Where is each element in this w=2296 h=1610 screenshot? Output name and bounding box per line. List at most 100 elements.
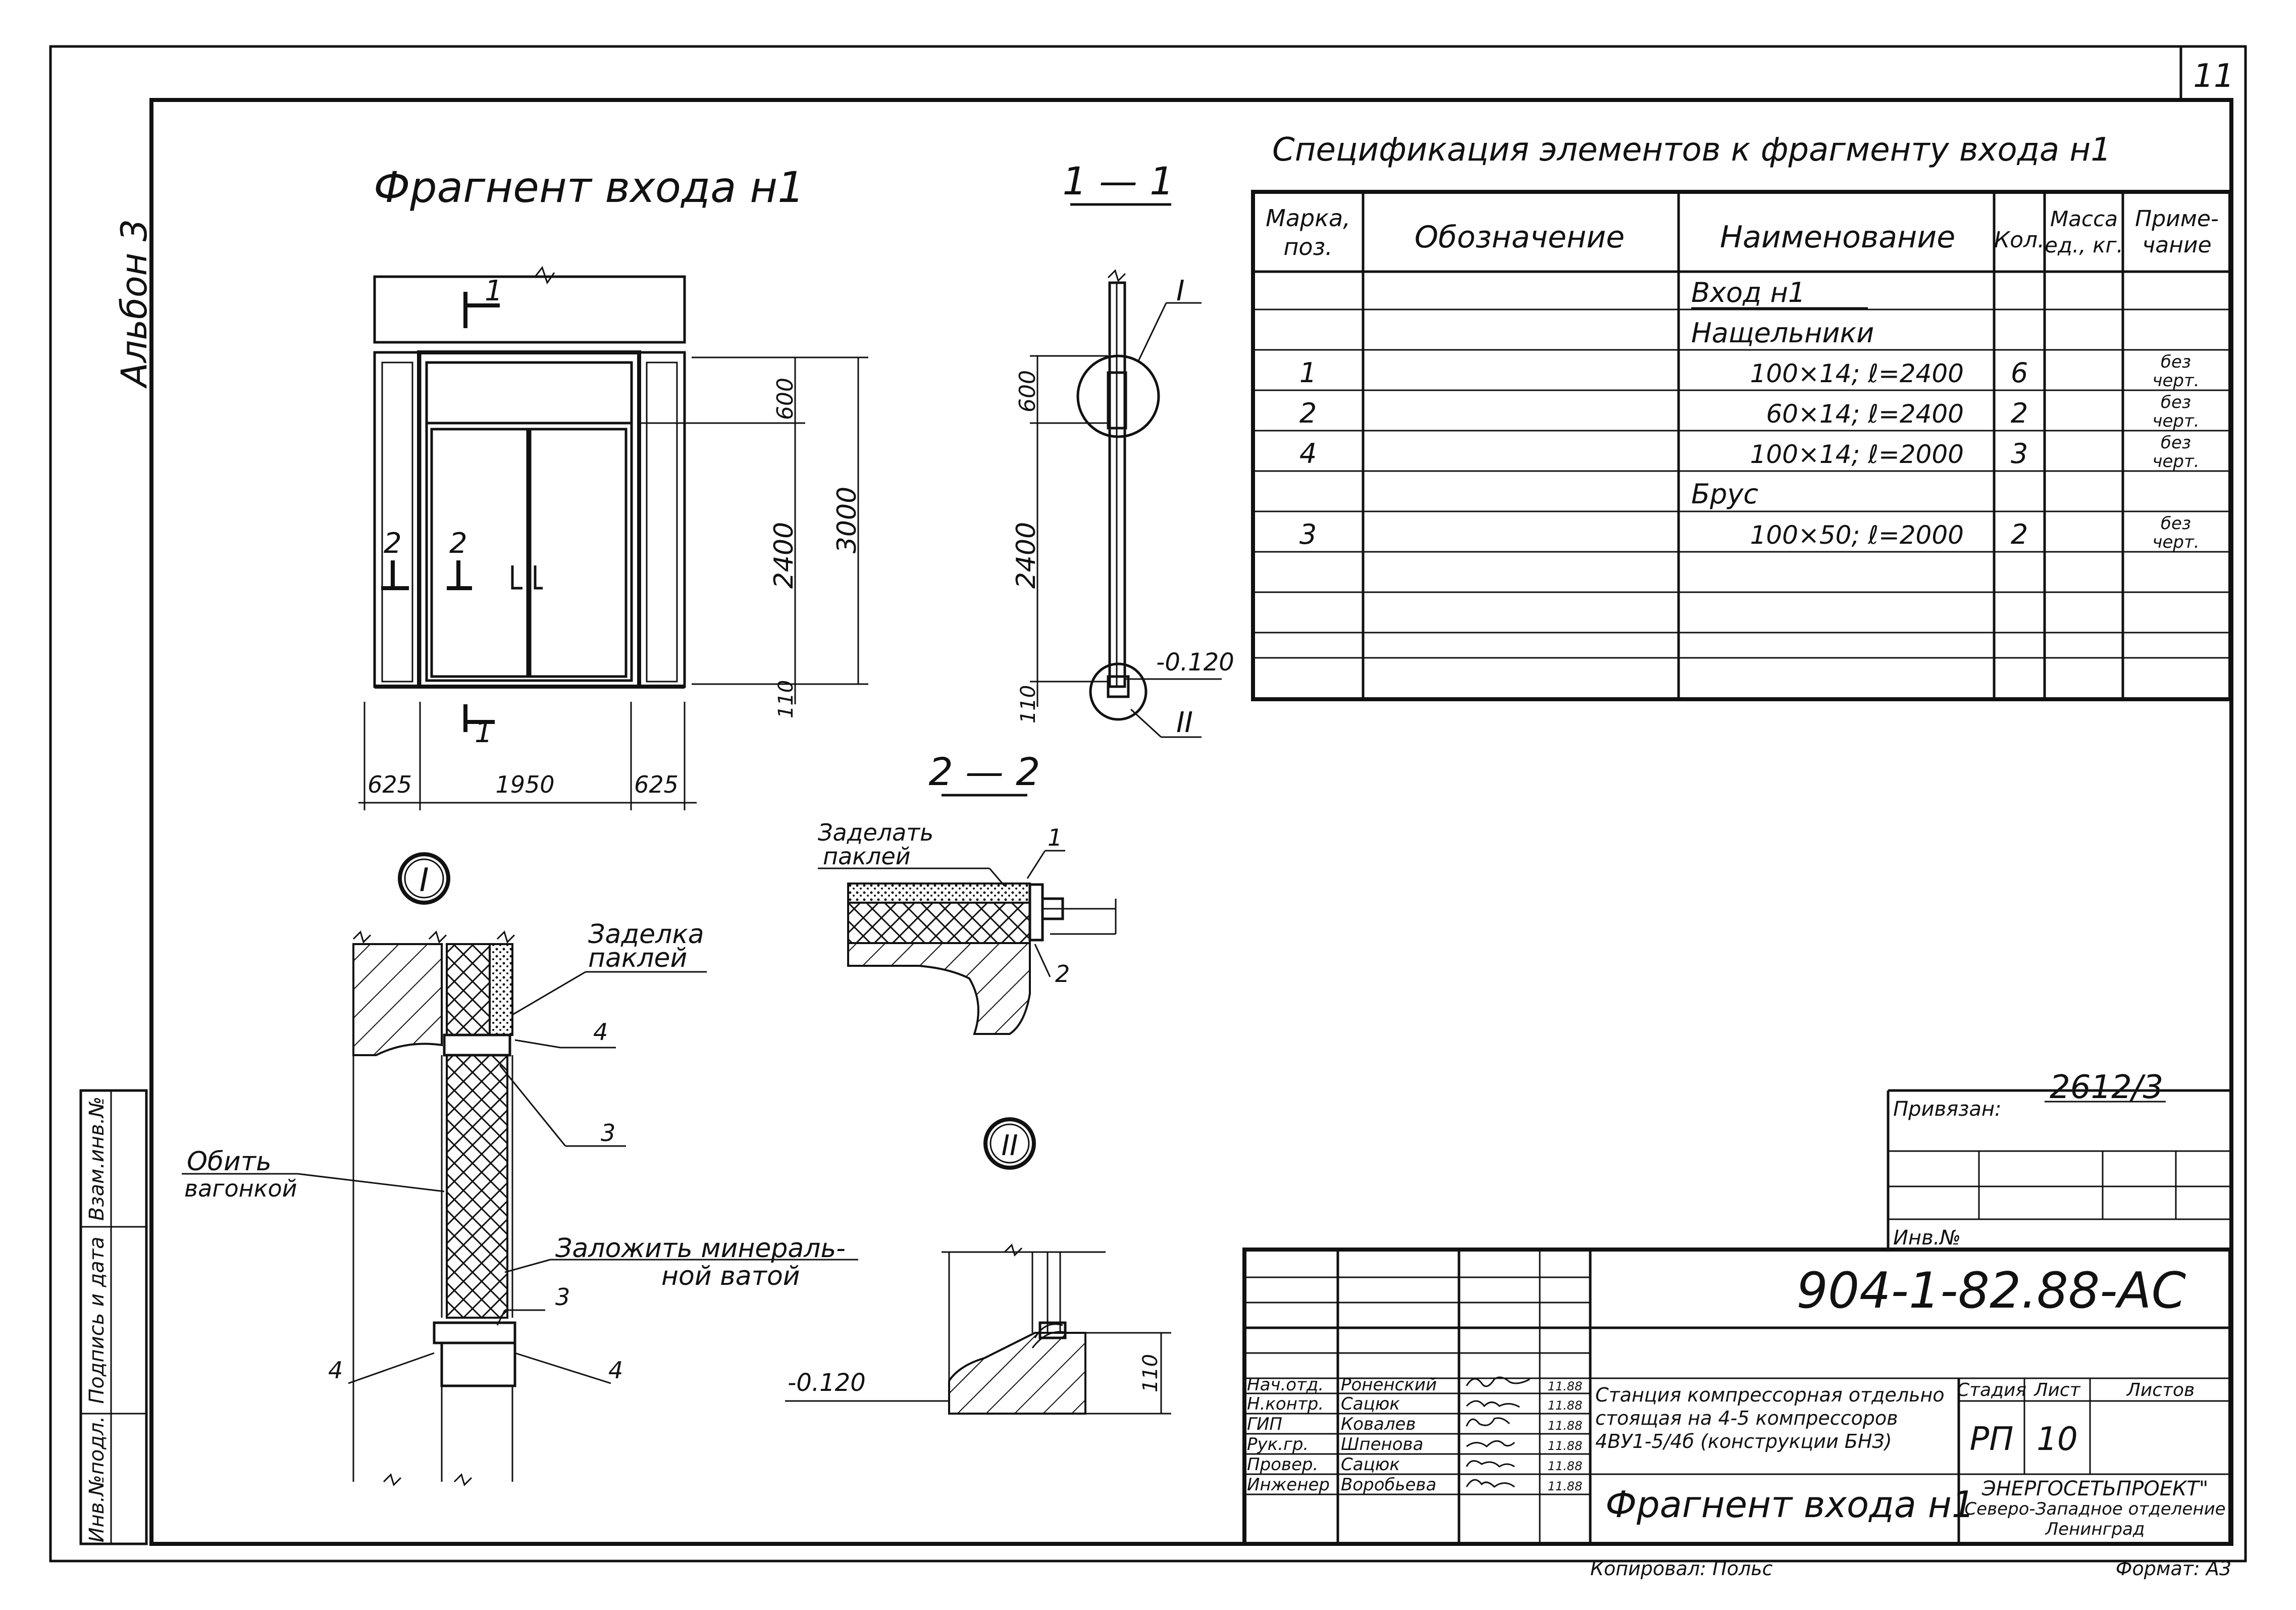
note-obit-2: вагонкой	[184, 1175, 297, 1202]
side-stamp-replace: Взам.инв.№	[85, 1097, 109, 1221]
spec-row-note-1: без	[2161, 433, 2191, 453]
cut-mark-2-mid: 2	[449, 527, 467, 560]
section-dim-600: 600	[1015, 370, 1040, 412]
dim-625-right: 625	[634, 771, 679, 798]
org-line-3: Ленинград	[2045, 1519, 2145, 1539]
stamp-date: 11.88	[1548, 1479, 1583, 1493]
stamp-date: 11.88	[1548, 1459, 1583, 1473]
section-2-title: 2 — 2	[928, 749, 1040, 794]
dim-3000: 3000	[832, 487, 862, 553]
node-1-detail: I Заделка паклей 4 3 Обить вагонкой Зало…	[182, 852, 858, 1486]
spec-header-qty: Кол.	[1994, 227, 2045, 253]
spec-header-mark-2: поз.	[1283, 233, 1332, 261]
sheets-label: Листов	[2126, 1380, 2195, 1400]
outer-frame	[49, 45, 2247, 1563]
copied-by: Копировал: Польс	[1590, 1557, 1772, 1580]
stamp-role: Н.контр.	[1247, 1394, 1324, 1414]
section-2-mark-2: 2	[1055, 960, 1070, 988]
section-1-1: 1 — 1 I II 600 2400 110 -0.120	[1011, 159, 1234, 739]
stamp-role: Рук.гр.	[1247, 1434, 1309, 1455]
stamp-name: Воробьева	[1341, 1475, 1436, 1495]
privyazan-inv: Инв.№	[1893, 1226, 1961, 1250]
format-label: Формат: А3	[2116, 1557, 2231, 1580]
spec-row-name: 100×50; ℓ=2000	[1750, 521, 1964, 550]
dim-625-left: 625	[368, 771, 412, 798]
note-zadelka-1: Заделка	[588, 919, 704, 950]
side-stamp: Инв.№подл. Подпись и дата Взам.инв.№	[79, 1089, 148, 1545]
sheet-number: 11	[2193, 58, 2234, 95]
section-node-2-ref: II	[1176, 706, 1193, 739]
dim-110: 110	[774, 680, 798, 718]
spec-row-name: Нащельники	[1691, 317, 1874, 349]
spec-table: Марка, поз. Обозначение Наименование Кол…	[1251, 190, 2232, 701]
spec-row-name: Вход н1	[1691, 277, 1805, 308]
spec-header-note-2: чание	[2142, 232, 2211, 258]
section-2-concrete	[847, 942, 1031, 1035]
node-2-label: II	[1001, 1129, 1018, 1162]
spec-row-mark: 1	[1299, 357, 1317, 389]
spec-row-mark: 2	[1299, 397, 1317, 429]
stamp-role: Провер.	[1247, 1455, 1318, 1475]
note-zalozhit-1: Заложить минераль-	[555, 1233, 846, 1264]
section-node-1-ref: I	[1176, 275, 1185, 307]
node-2-dim-110: 110	[1139, 1354, 1162, 1392]
sheet-number-box: 11	[2179, 46, 2234, 100]
spec-header-designation: Обозначение	[1415, 220, 1625, 255]
note-zadelat-1: Заделать	[818, 819, 933, 846]
node-1-mark-4-top: 4	[593, 1018, 608, 1046]
section-2-plaster	[847, 882, 1031, 904]
note-zadelka-2: паклей	[588, 943, 687, 973]
spec-row-name: Брус	[1691, 478, 1758, 510]
note-zalozhit-2: ной ватой	[661, 1261, 800, 1291]
cut-mark-1-bottom: 1	[475, 716, 493, 749]
side-stamp-sign: Подпись и дата	[85, 1236, 109, 1404]
spec-row-note-1: без	[2161, 392, 2191, 412]
privyazan-code: 2612/3	[2050, 1069, 2163, 1106]
stage-label: Стадия	[1957, 1380, 2026, 1400]
album-label: Альбон 3	[114, 219, 155, 389]
dim-600: 600	[772, 378, 798, 420]
section-2-2: 2 — 2 Заделать паклей 1 2	[818, 749, 1117, 1035]
spec-row-mark: 3	[1299, 518, 1317, 550]
privyazan-label: Привязан:	[1893, 1098, 2002, 1121]
note-zadelat-2: паклей	[823, 843, 911, 870]
drawing-title: Фрагнент входа н1	[374, 163, 805, 212]
spec-header-mass-2: ед., кг.	[2045, 233, 2123, 257]
stamp-name: Шпенова	[1341, 1434, 1423, 1455]
section-dim-2400: 2400	[1011, 522, 1041, 589]
spec-row-name: 60×14; ℓ=2400	[1766, 399, 1964, 429]
section-level: -0.120	[1156, 648, 1234, 677]
node-1-mark-4-right: 4	[608, 1357, 623, 1384]
spec-row-qty: 2	[2011, 518, 2028, 550]
node-1-wall	[352, 943, 443, 1056]
node-1-plaster	[489, 943, 513, 1036]
node-1-mark-3-mid: 3	[601, 1119, 615, 1147]
stamp-name: Сацюк	[1341, 1455, 1400, 1475]
node-2-floor	[948, 1332, 1086, 1415]
spec-row-note-2: черт.	[2152, 532, 2199, 552]
note-obit-1: Обить	[187, 1147, 272, 1177]
stamp-name: Роненский	[1341, 1375, 1437, 1395]
spec-row-note-2: черт.	[2152, 411, 2199, 431]
org-line-2: Северо-Западное отделение	[1964, 1499, 2225, 1519]
stamp-date: 11.88	[1548, 1379, 1583, 1393]
doc-code: 904-1-82.88-АС	[1796, 1262, 2186, 1320]
spec-row-mark: 4	[1299, 438, 1317, 470]
section-dim-110: 110	[1017, 685, 1040, 723]
project-line-2: стоящая на 4-5 компрессоров	[1595, 1407, 1898, 1429]
spec-row-note-2: черт.	[2152, 371, 2199, 391]
stamp-role: Инженер	[1247, 1475, 1330, 1495]
door-elevation: 1 1 2 2 600 2400 3000 110 625 1950 625	[358, 266, 868, 810]
stage-value: РП	[1970, 1421, 2014, 1458]
spec-row-qty: 2	[2011, 397, 2028, 429]
node-1-insulation-top	[446, 943, 491, 1036]
sheet-value: 10	[2037, 1421, 2077, 1458]
spec-row-note-1: без	[2161, 513, 2191, 534]
node-1-mark-4-left: 4	[328, 1357, 343, 1384]
title-block: 904-1-82.88-АС Станция компрессорная отд…	[1242, 1248, 2232, 1546]
stamp-date: 11.88	[1548, 1419, 1583, 1433]
spec-header-mass-1: Масса	[2050, 206, 2118, 231]
stamp-role: ГИП	[1247, 1414, 1282, 1434]
spec-row-note-1: без	[2161, 352, 2191, 372]
